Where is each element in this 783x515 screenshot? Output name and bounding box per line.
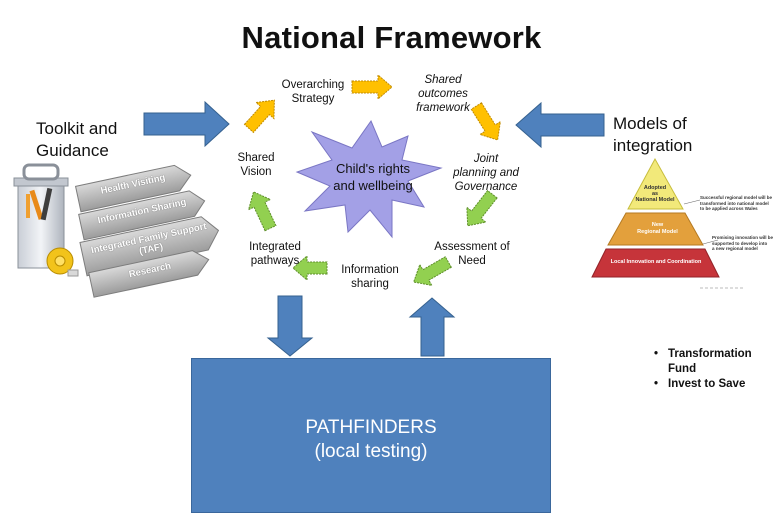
arrow-integrated-to-vision xyxy=(247,191,277,232)
funding-list: Transformation Fund Invest to Save xyxy=(652,347,782,392)
pyramid-note-1-line2: transformed into national model xyxy=(700,200,769,206)
toolkit-tab-information-sharing xyxy=(78,190,206,241)
label-shared-vision: Shared Vision xyxy=(230,151,282,179)
pyramid-bottom-tier xyxy=(591,248,720,278)
arrow-info-to-integrated xyxy=(292,254,328,282)
models-label-line2: integration xyxy=(613,136,693,155)
toolkit-tab-integrated-family-support xyxy=(79,216,220,277)
pathfinders-line2: (local testing) xyxy=(314,441,428,462)
arrow-left-models xyxy=(515,101,605,149)
models-label: Models of integration xyxy=(613,113,692,157)
pyramid-top-tier xyxy=(627,157,684,210)
label-joint-planning: Joint planning and Governance xyxy=(446,152,526,194)
pyramid-top-line2: as xyxy=(651,191,659,197)
toolkit-tab-health-visiting xyxy=(74,164,192,213)
funding-item: Transformation Fund xyxy=(652,347,782,377)
label-overarching-line2: Strategy xyxy=(291,93,335,105)
pyramid-note-2-line3: a new regional model xyxy=(712,246,758,251)
toolkit-tab-research xyxy=(88,250,210,298)
funding-item: Invest to Save xyxy=(652,377,782,392)
toolbox-icon xyxy=(13,163,79,277)
arrow-joint-to-assessment xyxy=(466,189,498,227)
arrow-up-from-pathfinders xyxy=(408,297,456,357)
pyramid-top-label: Adopted as National Model xyxy=(630,185,680,203)
pyramid-middle-label: New Regional Model xyxy=(620,222,695,236)
label-integrated-pathways: Integrated pathways xyxy=(240,240,310,268)
integration-pyramid xyxy=(591,157,745,289)
label-assessment-of-need: Assessment of Need xyxy=(432,240,512,268)
child-rights-star xyxy=(295,119,443,239)
pyramid-note-1: Successful regional model will be transf… xyxy=(700,195,780,212)
toolkit-label-line2: Guidance xyxy=(36,141,109,160)
label-overarching-strategy: Overarching Strategy xyxy=(278,78,348,106)
pyramid-note-2-line1: Promising innovation will be xyxy=(712,235,774,240)
page-title: National Framework xyxy=(241,20,542,55)
label-joint-line2: planning and xyxy=(453,167,519,179)
arrow-right-toolkit xyxy=(143,100,230,148)
label-shared-outcomes-line1: Shared outcomes xyxy=(418,74,468,100)
arrow-strategy-to-outcomes xyxy=(351,73,393,101)
pyramid-note-1-line3: to be applied across Wales xyxy=(700,206,758,211)
label-overarching-line1: Overarching xyxy=(281,79,345,91)
label-joint-line3: Governance xyxy=(454,181,518,193)
label-assessment-line1: Assessment of xyxy=(434,241,510,253)
label-joint-line1: Joint xyxy=(473,153,499,165)
label-information-sharing: Information sharing xyxy=(341,264,399,290)
arrow-vision-to-strategy xyxy=(243,99,275,134)
pyramid-middle-line2: Regional Model xyxy=(637,229,678,235)
pathfinders-label: PATHFINDERS (local testing) xyxy=(191,416,551,464)
pyramid-middle-tier xyxy=(607,212,704,246)
center-label-line1: Child's rights xyxy=(335,161,410,176)
pyramid-note-2: Promising innovation will be supported t… xyxy=(712,235,782,252)
pyramid-top-line3: National Model xyxy=(635,197,675,203)
center-label: Child's rights and wellbeing xyxy=(318,160,428,194)
pathfinders-box xyxy=(191,358,551,513)
pathfinders-line1: PATHFINDERS xyxy=(305,417,437,438)
label-shared-vision-line1: Shared xyxy=(237,152,275,164)
toolkit-label-line1: Toolkit and xyxy=(36,119,118,138)
toolkit-label: Toolkit and Guidance xyxy=(36,118,117,162)
label-integrated-line2: pathways xyxy=(250,255,300,267)
pyramid-top-line1: Adopted xyxy=(643,185,667,191)
arrow-assessment-to-info xyxy=(413,256,453,287)
label-shared-vision-line2: Vision xyxy=(240,166,272,178)
arrow-down-to-pathfinders xyxy=(266,295,314,357)
pyramid-middle-line1: New xyxy=(651,222,664,228)
pyramid-note-2-line2: supported to develop into xyxy=(712,240,768,246)
pyramid-note-1-line1: Successful regional model will be xyxy=(700,195,773,200)
label-shared-outcomes-line2: framework xyxy=(416,102,470,114)
models-label-line1: Models of xyxy=(613,114,687,133)
label-assessment-line2: Need xyxy=(458,255,486,267)
pyramid-bottom-label: Local Innovation and Coordination xyxy=(610,259,702,265)
label-shared-outcomes: Shared outcomes framework xyxy=(398,73,488,115)
label-integrated-line1: Integrated xyxy=(249,241,301,253)
center-label-line2: and wellbeing xyxy=(333,178,413,193)
